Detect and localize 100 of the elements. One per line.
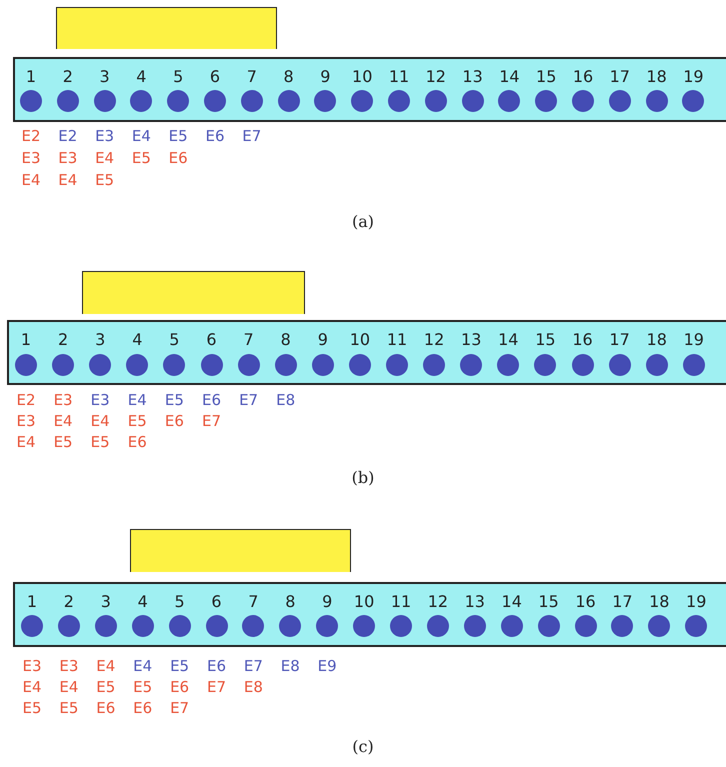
energy-label: E6 — [168, 150, 188, 167]
position-number: 10 — [354, 593, 374, 611]
energy-label: E8 — [276, 392, 296, 409]
position-number: 12 — [426, 68, 446, 86]
position-number: 2 — [58, 331, 68, 349]
energy-label: E4 — [96, 658, 116, 675]
position-number: 17 — [609, 331, 630, 349]
energy-label: E5 — [22, 700, 42, 717]
position-number: 12 — [424, 331, 444, 349]
energy-label: E2 — [58, 128, 78, 145]
position-number: 16 — [572, 331, 593, 349]
position-number: 2 — [62, 68, 73, 86]
energy-label: E6 — [133, 700, 152, 717]
position-number: 7 — [246, 68, 257, 86]
position-number: 9 — [318, 331, 328, 349]
position-number: 3 — [100, 68, 110, 86]
energy-label: E7 — [206, 679, 226, 696]
position-number: 16 — [575, 593, 596, 611]
position-number: 15 — [536, 68, 556, 86]
energy-label: E3 — [95, 128, 114, 145]
position-number: 3 — [100, 593, 111, 611]
energy-label: E5 — [133, 679, 152, 696]
position-number: 14 — [502, 593, 522, 611]
position-number: 6 — [211, 593, 222, 611]
energy-label: E4 — [59, 679, 78, 696]
energy-label: E7 — [202, 413, 222, 430]
energy-label: E3 — [90, 392, 110, 409]
position-number: 16 — [572, 68, 594, 86]
position-number: 18 — [649, 593, 670, 611]
energy-label: E6 — [96, 700, 116, 717]
position-number: 10 — [350, 331, 370, 349]
energy-label: E6 — [202, 392, 222, 409]
position-number: 13 — [461, 331, 482, 349]
energy-label: E6 — [128, 434, 147, 451]
position-number: 19 — [683, 68, 704, 86]
energy-label: E6 — [205, 128, 225, 145]
position-number: 13 — [464, 593, 485, 611]
position-number: 18 — [646, 68, 667, 86]
position-number: 5 — [169, 331, 180, 349]
position-number: 7 — [248, 593, 258, 611]
energy-label: E5 — [54, 434, 73, 451]
position-number: 8 — [280, 331, 291, 349]
position-number: 15 — [538, 593, 559, 611]
position-number: 4 — [132, 331, 142, 349]
position-number: 11 — [390, 593, 412, 611]
position-number: 11 — [386, 331, 408, 349]
position-number: 4 — [138, 593, 148, 611]
position-number: 10 — [352, 68, 372, 86]
position-number: 18 — [646, 331, 667, 349]
energy-label: E4 — [133, 658, 152, 675]
panel-caption: (a) — [352, 212, 374, 231]
energy-label: E4 — [95, 150, 114, 167]
energy-label: E9 — [318, 658, 337, 675]
energy-label: E8 — [280, 658, 300, 675]
position-number: 4 — [136, 68, 146, 86]
panel-caption: (b) — [352, 468, 374, 487]
position-number: 17 — [612, 593, 633, 611]
position-number: 19 — [684, 331, 704, 349]
position-number: 11 — [388, 68, 410, 86]
position-number: 6 — [206, 331, 217, 349]
position-number: 14 — [498, 331, 518, 349]
position-number: 12 — [428, 593, 448, 611]
position-number: 8 — [284, 68, 294, 86]
energy-label: E3 — [59, 658, 78, 675]
energy-label: E5 — [128, 413, 147, 430]
energy-label: E4 — [22, 679, 42, 696]
position-number: 9 — [320, 68, 330, 86]
energy-label: E4 — [90, 413, 110, 430]
position-number: 1 — [26, 68, 36, 86]
energy-label: E6 — [206, 658, 226, 675]
position-number: 5 — [174, 593, 185, 611]
energy-label: E4 — [54, 413, 73, 430]
energy-label: E5 — [170, 658, 190, 675]
position-number: 2 — [64, 593, 74, 611]
energy-label: E4 — [128, 392, 147, 409]
energy-label: E7 — [170, 700, 190, 717]
energy-label: E5 — [132, 150, 151, 167]
panel-caption: (c) — [352, 737, 374, 756]
energy-label: E4 — [58, 172, 78, 189]
position-number: 15 — [535, 331, 556, 349]
energy-label: E5 — [90, 434, 110, 451]
energy-label: E3 — [54, 392, 73, 409]
energy-label: E4 — [16, 434, 36, 451]
position-number: 8 — [285, 593, 296, 611]
energy-label: E5 — [95, 172, 114, 189]
energy-label: E3 — [16, 413, 36, 430]
position-number: 1 — [20, 331, 32, 349]
position-number: 6 — [210, 68, 220, 86]
energy-label: E6 — [164, 413, 184, 430]
energy-label: E7 — [244, 658, 263, 675]
energy-label: E6 — [170, 679, 190, 696]
position-number: 3 — [95, 331, 106, 349]
energy-label: E3 — [21, 150, 41, 167]
energy-label: E7 — [242, 128, 262, 145]
energy-label: E3 — [58, 150, 78, 167]
energy-label: E5 — [164, 392, 184, 409]
energy-label: E5 — [168, 128, 188, 145]
energy-label: E3 — [22, 658, 42, 675]
position-number: 5 — [173, 68, 184, 86]
energy-label: E5 — [59, 700, 78, 717]
